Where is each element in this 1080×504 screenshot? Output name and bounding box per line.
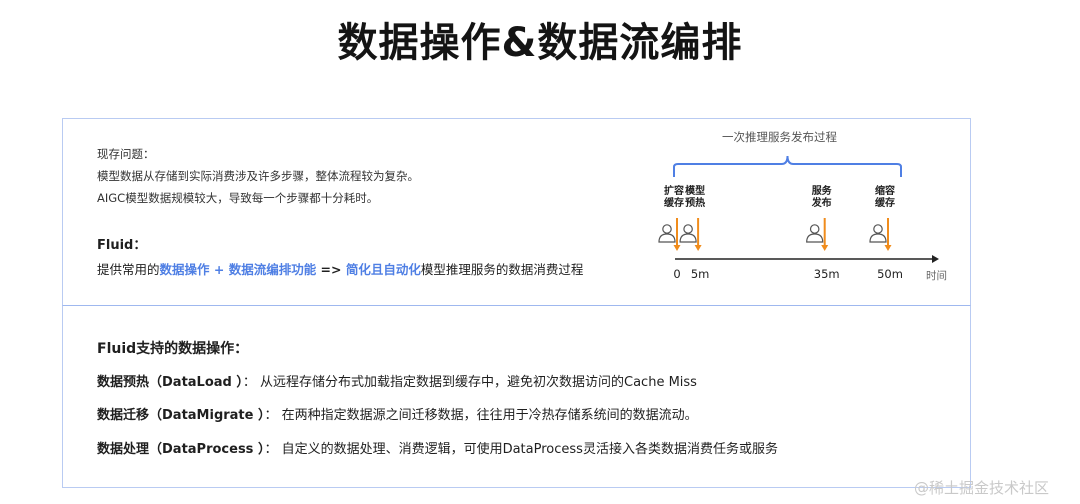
problem-section: 现存问题： 模型数据从存储到实际消费涉及许多步骤，整体流程较为复杂。 AIGC模… [97, 143, 419, 209]
step-label: 服务发布 [802, 186, 842, 210]
time-tick-label: 50m [877, 267, 903, 281]
step-arrowhead [673, 245, 681, 251]
step-label-line-2: 预热 [685, 198, 706, 209]
step-label-line-2: 发布 [811, 198, 832, 209]
time-axis-label: 时间 [926, 270, 947, 282]
operation-name: 数据预热（DataLoad ） [97, 375, 243, 390]
watermark: @稀土掘金技术社区 [914, 479, 1050, 497]
operation-item: 数据处理（DataProcess ）： 自定义的数据处理、消费逻辑，可使用Dat… [97, 438, 778, 457]
fluid-desc-suffix: 模型推理服务的数据消费过程 [420, 262, 584, 277]
page-title: 数据操作&数据流编排 [337, 20, 743, 66]
person-icon [809, 224, 820, 234]
timeline-svg [658, 155, 939, 263]
person-icon [873, 224, 883, 234]
fluid-desc-highlight-2: 简化且自动化 [345, 262, 421, 277]
step-arrowhead [694, 245, 702, 251]
step-label: 缩容缓存 [865, 186, 905, 210]
step-arrowhead [821, 245, 829, 251]
problem-line-1: 模型数据从存储到实际消费涉及许多步骤，整体流程较为复杂。 [97, 169, 419, 183]
step-label: 扩容缓存 [654, 186, 694, 210]
person-icon-body [869, 233, 887, 243]
time-axis-arrowhead [932, 255, 939, 263]
person-icon [662, 224, 672, 234]
fluid-desc-highlight-1: 数据操作 + 数据流编排功能 [159, 262, 317, 277]
step-label-line-2: 缓存 [664, 198, 684, 209]
operation-desc: ： 从远程存储分布式加载指定数据到缓存中，避免初次数据访问的Cache Miss [242, 375, 697, 390]
operations-panel [62, 305, 971, 488]
fluid-description: 提供常用的数据操作 + 数据流编排功能 => 简化且自动化模型推理服务的数据消费… [97, 259, 583, 278]
step-label-line-1: 服务 [811, 186, 832, 197]
problem-line-2: AIGC模型数据规模较大，导致每一个步骤都十分耗时。 [97, 191, 379, 205]
problem-heading: 现存问题： [97, 147, 155, 161]
fluid-desc-prefix: 提供常用的 [97, 262, 160, 277]
operation-desc: ： 自定义的数据处理、消费逻辑，可使用DataProcess灵活接入各类数据消费… [264, 442, 778, 457]
step-label-line-2: 缓存 [875, 198, 895, 209]
process-brace [673, 155, 902, 177]
person-icon-body [806, 233, 824, 243]
step-label-line-1: 扩容 [664, 186, 684, 197]
operations-title: Fluid支持的数据操作： [97, 341, 249, 357]
fluid-desc-arrow: => [316, 262, 346, 277]
step-label-line-1: 缩容 [875, 186, 895, 197]
time-tick-label: 0 [673, 267, 681, 281]
person-icon [683, 224, 693, 234]
operation-item: 数据迁移（DataMigrate ）： 在两种指定数据源之间迁移数据，往往用于冷… [97, 404, 698, 423]
timeline-title: 一次推理服务发布过程 [722, 130, 837, 144]
step-arrowhead [884, 245, 892, 251]
operation-name: 数据处理（DataProcess ） [97, 442, 265, 457]
step-label: 模型预热 [675, 186, 715, 210]
fluid-title: Fluid： [97, 238, 147, 253]
person-icon-body [679, 233, 697, 243]
overview-panel [62, 118, 971, 306]
step-label-line-1: 模型 [685, 186, 706, 197]
time-tick-label: 5m [690, 267, 710, 281]
time-tick-label: 35m [813, 267, 840, 281]
person-icon-body [658, 233, 676, 243]
operation-name: 数据迁移（DataMigrate ） [97, 408, 265, 423]
operation-item: 数据预热（DataLoad ）： 从远程存储分布式加载指定数据到缓存中，避免初次… [97, 371, 697, 390]
operation-desc: ： 在两种指定数据源之间迁移数据，往往用于冷热存储系统间的数据流动。 [264, 408, 698, 423]
